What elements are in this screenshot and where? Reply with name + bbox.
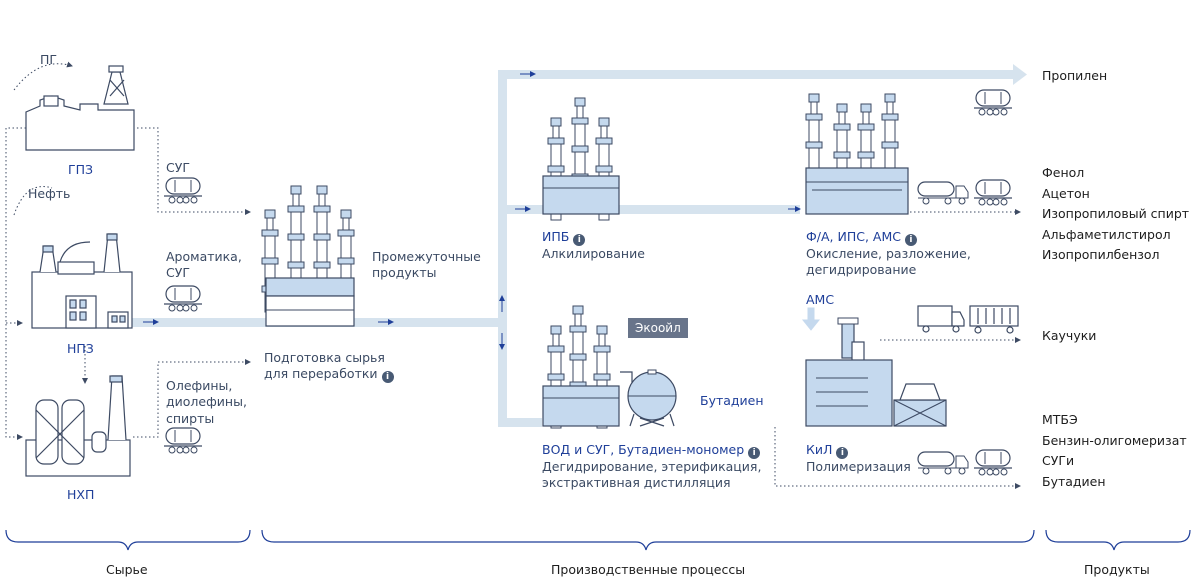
ipb-unit-icon [542,97,620,221]
pipe-flow-arrows [143,71,801,350]
product-item: СУГи [1042,453,1075,468]
product-group-2: МТБЭ Бензин-олигомеризат СУГи Бутадиен [1042,410,1187,492]
vod-desc-line1: Дегидрирование, этерификация, [542,459,762,474]
footer-processes: Производственные процессы [551,562,746,577]
gpz-title: ГПЗ [68,162,94,177]
info-icon[interactable]: i [573,234,586,246]
gas-label: ПГ [40,52,58,67]
intermediate-label: Промежуточные продукты [372,249,481,282]
product-item: Бутадиен [1042,473,1106,489]
product-item: МТБЭ [1042,412,1078,427]
kil-unit-icon [801,307,947,427]
feed-aromatics-line2: СУГ [166,265,190,281]
product-item: Изопропиловый спирт [1042,206,1190,221]
npz-plant-icon [31,233,133,329]
dotted-flows [5,61,1021,489]
intermediate-line1: Промежуточные [372,249,481,264]
section-braces [5,529,1191,551]
feed-aromatics: Ароматика, СУГ [166,249,242,282]
butadiene-label: Бутадиен [700,393,764,408]
kil-title: КиЛ [806,442,833,457]
nhp-title: НХП [67,487,95,502]
npz-title: НПЗ [67,341,94,356]
product-rubbers: Каучуки [1042,328,1097,343]
fa-unit-icon [805,93,909,215]
product-item: Альфаметилстирол [1042,226,1171,242]
intermediate-line2: продукты [372,265,437,281]
feed-olefins-line2: диолефины, [166,394,247,410]
feed-sug: СУГ [166,160,190,175]
product-propylene: Пропилен [1042,68,1108,83]
info-icon[interactable]: i [748,447,761,459]
cargo-transport-icon [917,305,1019,334]
ipb-title: ИПБ [542,229,570,244]
product-item: Ацетон [1042,185,1090,201]
vod-desc-line2: экстрактивная дистилляция [542,475,731,491]
feed-olefins-line3: спирты [166,410,215,426]
kil-desc: Полимеризация [806,459,911,474]
feed-olefins-line1: Олефины, [166,378,233,393]
gpz-plant-icon [25,65,135,151]
prep-title-line2: для переработки [264,366,378,382]
vod-unit-icon [542,305,677,429]
oil-label: Нефть [28,186,71,201]
ecooil-badge: Экоойл [628,318,688,338]
info-icon[interactable]: i [836,447,849,459]
ams-label: АМС [806,292,835,307]
info-icon[interactable]: i [904,234,917,246]
fa-desc-line2: дегидрирование [806,262,917,278]
footer-raw: Сырье [106,562,148,577]
fa-desc-line1: Окисление, разложение, [806,246,971,261]
feed-aromatics-line1: Ароматика, [166,249,242,264]
product-group-1: Фенол Ацетон Изопропиловый спирт Альфаме… [1042,163,1189,266]
product-item: Фенол [1042,165,1085,180]
fa-title: Ф/А, ИПС, АМС [806,229,901,244]
nhp-plant-icon [25,375,131,477]
prep-title-line1: Подготовка сырья [264,350,385,365]
product-item: Изопропилбензол [1042,247,1160,262]
ipb-desc: Алкилирование [542,246,645,261]
feed-olefins: Олефины, диолефины, спирты [166,378,247,427]
info-icon[interactable]: i [381,371,394,384]
footer-products: Продукты [1084,562,1150,577]
product-item: Бензин-олигомеризат [1042,432,1187,448]
prep-unit-icon [261,185,355,327]
vod-title: ВОД и СУГ, Бутадиен-мономер [542,442,745,457]
